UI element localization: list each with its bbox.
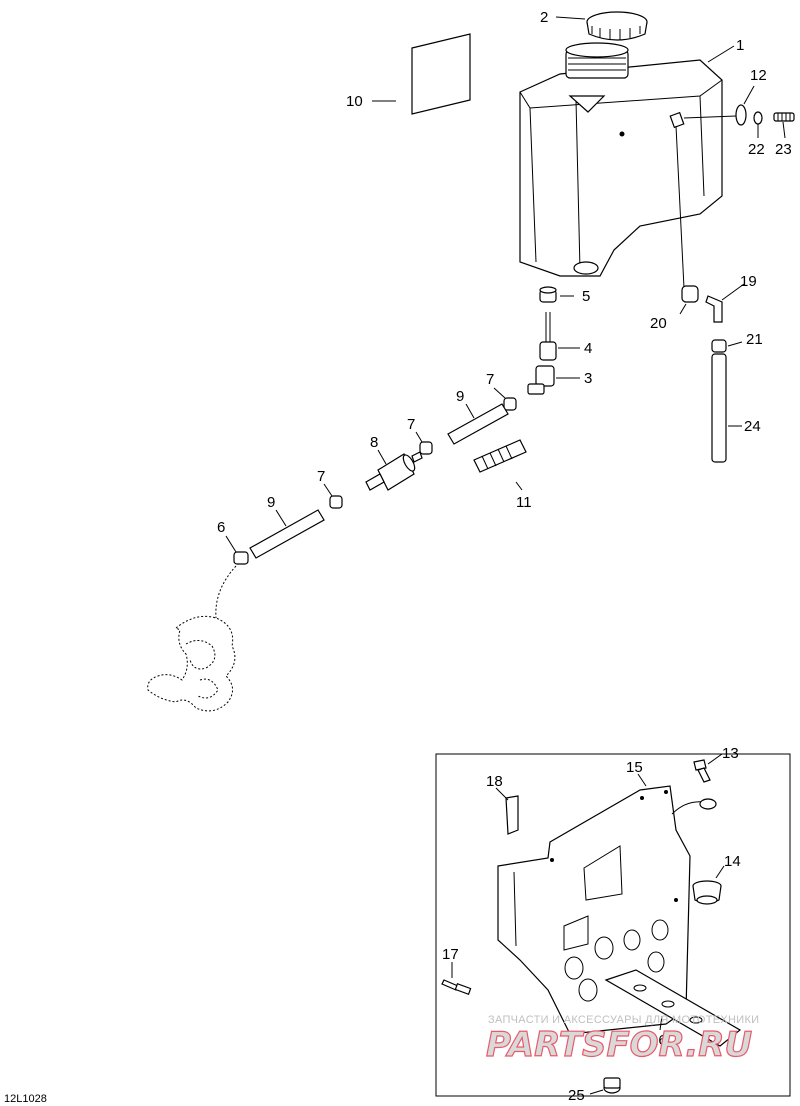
- clamp-part-6: [233, 551, 249, 565]
- callout-25: 25: [568, 1087, 585, 1104]
- callout-12: 12: [750, 67, 767, 84]
- nut-part-25: [603, 1077, 621, 1094]
- hose-part-9b: [249, 509, 325, 559]
- clamp-part-7c: [329, 495, 343, 509]
- washer-part-12: [735, 104, 747, 126]
- elbow-part-19: [705, 295, 723, 323]
- hose-part-24: [711, 353, 727, 463]
- spring-part-11: [473, 439, 527, 473]
- callout-17: 17: [442, 946, 459, 963]
- callout-24: 24: [744, 418, 761, 435]
- screw-part-23: [773, 112, 795, 122]
- callout-8: 8: [370, 434, 378, 451]
- callout-5: 5: [582, 288, 590, 305]
- callout-7b: 7: [407, 416, 415, 433]
- callout-9a: 9: [456, 388, 464, 405]
- elbow-part-3: [527, 365, 555, 395]
- callout-16: 16: [650, 1032, 667, 1049]
- callout-15: 15: [626, 759, 643, 776]
- callout-13: 13: [722, 745, 739, 762]
- hose-part-9a: [447, 403, 509, 445]
- clamp-part-7b: [419, 441, 433, 455]
- grommet-part-5: [539, 286, 557, 303]
- callout-10: 10: [346, 93, 363, 110]
- grommet-part-14: [692, 880, 722, 905]
- callout-1: 1: [736, 37, 744, 54]
- oil-tank-part-1: [519, 42, 723, 277]
- washer-part-22: [753, 111, 763, 125]
- callout-20: 20: [650, 315, 667, 332]
- callout-19: 19: [740, 273, 757, 290]
- callout-3: 3: [584, 370, 592, 387]
- screw-part-13: [693, 759, 711, 783]
- watermark: ЗАПЧАСТИ И АКСЕССУАРЫ ДЛЯ МОТОТЕХНИКИ PA…: [485, 1014, 759, 1066]
- callout-18: 18: [486, 773, 503, 790]
- callout-7c: 7: [317, 468, 325, 485]
- callout-14: 14: [724, 853, 741, 870]
- callout-2: 2: [540, 9, 548, 26]
- fuel-filter-part-8: [365, 451, 423, 491]
- callout-labels: 1 2 3 4 5 6 7 7 7 8 9 9 10 11 12 13 14 1…: [217, 9, 792, 1104]
- clamp-part-21: [711, 339, 727, 353]
- bracket-part-15: [497, 785, 717, 1035]
- mounting-bracket-inset: [435, 753, 791, 1097]
- engine-reference-outline: [147, 565, 237, 712]
- callout-21: 21: [746, 331, 763, 348]
- callout-11: 11: [516, 494, 532, 511]
- callout-22: 22: [748, 141, 765, 158]
- callout-7a: 7: [486, 371, 494, 388]
- callout-6: 6: [217, 519, 225, 536]
- callout-9b: 9: [267, 494, 275, 511]
- clip-part-18: [505, 795, 519, 835]
- plate-part-16: [604, 969, 742, 1047]
- filler-cap-part-2: [586, 11, 648, 41]
- callout-4: 4: [584, 340, 592, 357]
- callout-23: 23: [775, 141, 792, 158]
- watermark-tagline: ЗАПЧАСТИ И АКСЕССУАРЫ ДЛЯ МОТОТЕХНИКИ: [488, 1014, 759, 1026]
- grommet-part-20: [681, 285, 699, 303]
- watermark-logo: PARTSFOR.RU: [486, 1025, 752, 1065]
- fitting-part-4: [539, 312, 557, 361]
- decal-part-10: [411, 33, 471, 115]
- rivet-part-17: [441, 979, 472, 995]
- clamp-part-7a: [503, 397, 517, 411]
- drawing-id: 12L1028: [4, 1093, 47, 1105]
